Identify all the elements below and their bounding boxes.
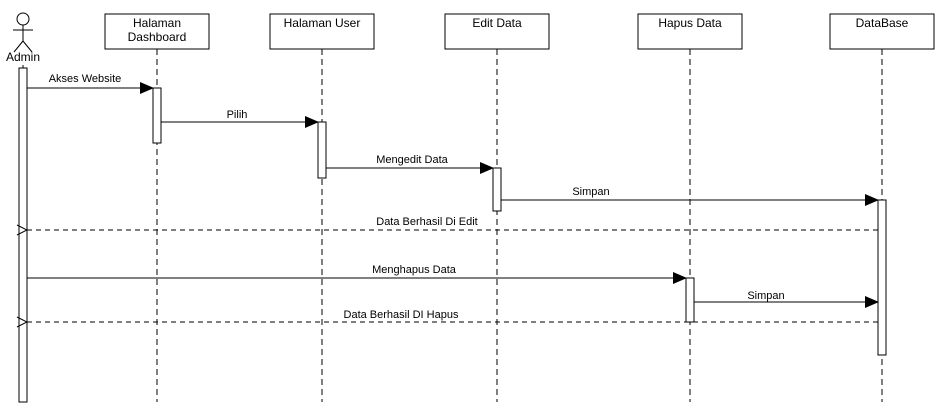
participant-label: Edit Data	[472, 16, 522, 30]
activation-hapus	[685, 277, 695, 323]
message-label: Mengedit Data	[376, 154, 448, 166]
participant-label: Hapus Data	[658, 16, 722, 30]
message-label: Pilih	[227, 109, 248, 121]
activation-database	[877, 199, 887, 356]
participant-database: DataBase	[829, 13, 935, 50]
message-mengedit-data: Mengedit Data	[326, 154, 494, 174]
message-data-berhasil-di-edit: Data Berhasil Di Edit	[27, 216, 878, 230]
actor-admin: Admin	[6, 12, 40, 64]
participant-label: Halaman User	[284, 16, 361, 30]
message-label: Data Berhasil Di Edit	[376, 216, 478, 228]
participant-edit: Edit Data	[444, 13, 550, 50]
message-label: Data Berhasil DI Hapus	[344, 309, 459, 321]
message-akses-website: Akses Website	[27, 73, 154, 94]
activation-admin	[18, 67, 28, 403]
participant-box	[444, 13, 550, 50]
participant-box	[829, 13, 935, 50]
actor-label: Admin	[6, 50, 40, 64]
participant-label: DataBase	[856, 16, 909, 30]
activation-edit	[492, 167, 502, 212]
message-label: Menghapus Data	[372, 264, 457, 276]
message-data-berhasil-di-hapus: Data Berhasil DI Hapus	[27, 309, 878, 322]
participant-box	[637, 13, 743, 50]
message-simpan-hapus: Simpan	[694, 290, 879, 308]
message-pilih: Pilih	[161, 109, 319, 128]
participant-label-line1: Halaman	[133, 16, 181, 30]
participant-box	[269, 13, 375, 50]
message-label: Simpan	[572, 186, 609, 198]
participant-label-line2: Dashboard	[128, 30, 187, 44]
activation-dashboard	[152, 87, 162, 144]
participant-user: Halaman User	[269, 13, 375, 50]
activation-user	[317, 121, 327, 179]
actor-right-leg	[22, 40, 33, 53]
actor-head	[16, 12, 30, 26]
message-label: Simpan	[747, 290, 784, 302]
message-simpan-edit: Simpan	[501, 186, 879, 206]
participant-dashboard: Halaman Dashboard	[104, 13, 210, 50]
participant-hapus: Hapus Data	[637, 13, 743, 50]
participant-box	[104, 13, 210, 50]
message-menghapus-data: Menghapus Data	[27, 264, 687, 284]
actor-left-leg	[13, 40, 24, 53]
message-label: Akses Website	[49, 73, 122, 85]
